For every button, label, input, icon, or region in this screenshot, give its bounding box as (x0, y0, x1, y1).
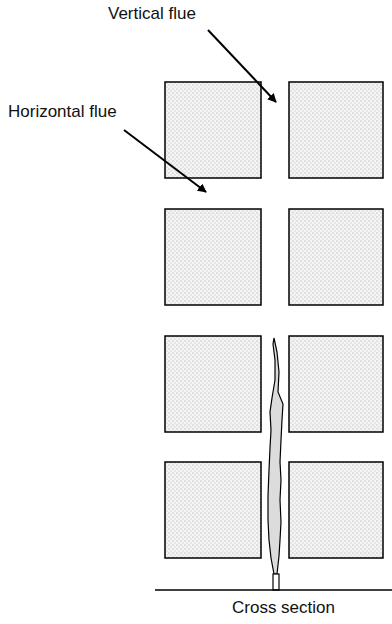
block (289, 209, 383, 305)
crack (268, 338, 283, 574)
block (165, 82, 261, 178)
flue-label: Horizontal flue (8, 102, 117, 122)
leader-line (124, 130, 206, 192)
section-caption: Cross section (232, 598, 335, 618)
block (289, 462, 383, 558)
block (289, 336, 383, 432)
leader-line (208, 30, 276, 102)
block (165, 462, 261, 558)
block (165, 336, 261, 432)
flue-label: Vertical flue (108, 4, 196, 24)
crack-base (273, 574, 279, 590)
block (289, 82, 383, 178)
block (165, 209, 261, 305)
ground-line (155, 589, 392, 591)
